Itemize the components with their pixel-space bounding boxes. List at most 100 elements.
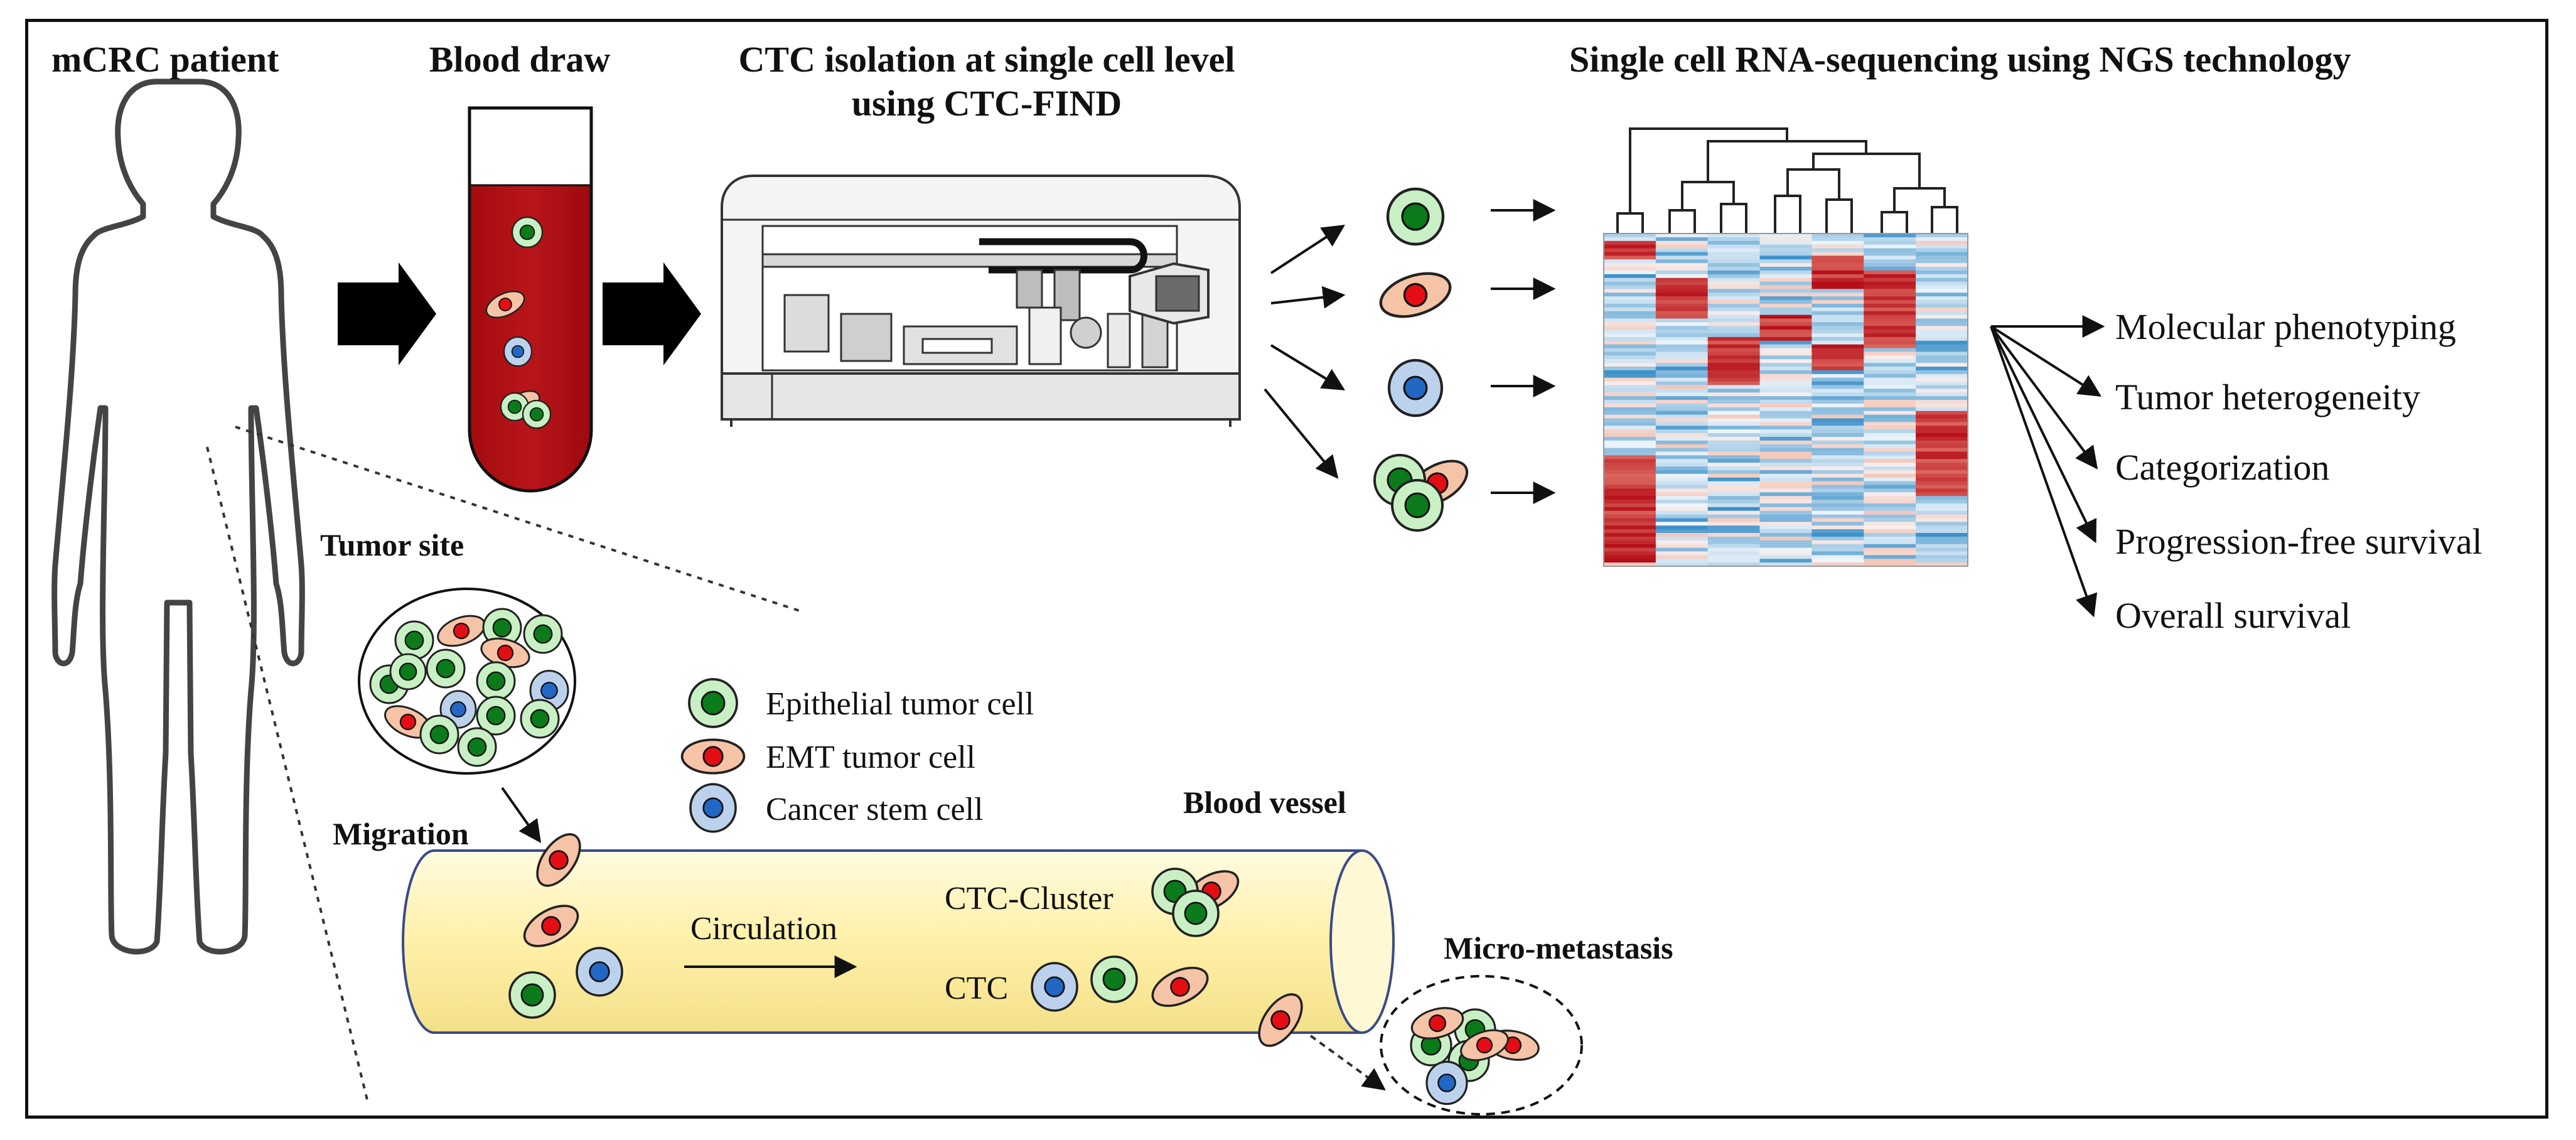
outcome-arrows: [1990, 315, 2105, 618]
heatmap-cell: [1811, 436, 1864, 441]
extravasation-arrow: [1309, 1035, 1386, 1091]
heatmap-cell: [1707, 303, 1761, 308]
heatmap-cell: [1655, 503, 1709, 508]
heatmap-cell: [1864, 403, 1916, 408]
heatmap-cell: [1811, 496, 1864, 500]
heatmap-cell: [1916, 496, 1968, 500]
heatmap-cell: [1916, 422, 1968, 426]
heatmap-cell: [1707, 296, 1761, 301]
heatmap-cell: [1916, 240, 1968, 245]
heatmap-cell: [1759, 481, 1813, 486]
heatmap-cell: [1655, 389, 1709, 393]
heatmap-cell: [1759, 330, 1813, 334]
heatmap-cell: [1655, 429, 1709, 434]
heatmap-cell: [1811, 326, 1864, 330]
heatmap-cell: [1916, 285, 1968, 289]
heatmap-cell: [1655, 466, 1709, 471]
heatmap-cell: [1916, 518, 1968, 522]
heatmap-cell: [1864, 274, 1916, 279]
heatmap-cell: [1811, 459, 1864, 463]
heatmap-cell: [1655, 507, 1709, 512]
heatmap-cell: [1759, 252, 1813, 256]
heatmap-cell: [1864, 559, 1916, 563]
heatmap-cell: [1759, 392, 1813, 397]
heatmap-cell: [1707, 411, 1761, 416]
heatmap-cell: [1655, 352, 1709, 356]
heatmap-cell: [1864, 303, 1916, 308]
heatmap-cell: [1655, 451, 1709, 456]
heatmap-cell: [1811, 396, 1864, 401]
heatmap-cell: [1916, 525, 1968, 530]
heatmap-cell: [1759, 352, 1813, 356]
heatmap-cell: [1604, 311, 1656, 316]
heatmap-cell: [1707, 551, 1761, 556]
heatmap-cell: [1916, 336, 1968, 341]
heatmap-cell: [1707, 263, 1761, 267]
heatmap-cell: [1604, 322, 1656, 326]
heatmap-cell: [1864, 459, 1916, 463]
heatmap-cell: [1655, 562, 1709, 567]
heatmap-cell: [1655, 411, 1709, 416]
heatmap-cell: [1604, 551, 1656, 556]
heatmap-cell: [1864, 481, 1916, 486]
heatmap-cell: [1759, 448, 1813, 453]
heatmap-cell: [1811, 463, 1864, 467]
heatmap-cell: [1707, 481, 1761, 486]
heatmap-cell: [1707, 300, 1761, 304]
heatmap-cell: [1811, 411, 1864, 416]
heatmap-cell: [1916, 455, 1968, 460]
heatmap-cell: [1864, 522, 1916, 526]
vessel-epithelial-cell-icon: [508, 971, 556, 1019]
heatmap-cell: [1759, 559, 1813, 563]
heatmap-cell: [1759, 444, 1813, 449]
heatmap-cell: [1811, 400, 1864, 404]
heatmap-cell: [1759, 429, 1813, 434]
heatmap-cell: [1707, 544, 1761, 549]
heatmap-cell: [1655, 481, 1709, 486]
isolated-epithelial-cell-icon: [1388, 189, 1443, 244]
heatmap-cell: [1916, 381, 1968, 386]
heatmap-cell: [1759, 544, 1813, 549]
heatmap-cell: [1864, 326, 1916, 330]
heatmap-cell: [1864, 433, 1916, 438]
heatmap-cell: [1916, 403, 1968, 408]
heatmap-cell: [1759, 551, 1813, 556]
heatmap-cell: [1811, 429, 1864, 434]
heatmap-cell: [1604, 270, 1656, 275]
heatmap-cell: [1707, 562, 1761, 567]
heatmap-cell: [1707, 392, 1761, 397]
heatmap-cell: [1655, 422, 1709, 426]
heatmap-cell: [1864, 370, 1916, 375]
heatmap-cell: [1707, 522, 1761, 526]
heatmap-cell: [1864, 311, 1916, 316]
heatmap-cell: [1759, 533, 1813, 537]
heatmap-cell: [1916, 514, 1968, 519]
micro-metastasis-label: Micro-metastasis: [1444, 930, 1673, 965]
heatmap-cell: [1916, 303, 1968, 308]
heatmap-cell: [1811, 315, 1864, 320]
heatmap-cell: [1655, 440, 1709, 445]
heatmap-cell: [1655, 240, 1709, 245]
heatmap-cell: [1655, 403, 1709, 408]
heatmap-cell: [1864, 496, 1916, 500]
heatmap-cell: [1916, 270, 1968, 275]
heatmap-cell: [1916, 481, 1968, 486]
heatmap-cell: [1811, 234, 1864, 238]
heatmap-cell: [1864, 240, 1916, 245]
heatmap-cell: [1811, 311, 1864, 316]
heatmap-cell: [1604, 507, 1656, 512]
heatmap-cell: [1604, 503, 1656, 508]
isolated-ctc-cluster-icon: [1373, 450, 1476, 532]
heatmap-cell: [1707, 507, 1761, 512]
heatmap-cell: [1916, 277, 1968, 282]
heatmap-cell: [1707, 500, 1761, 504]
heatmap-cell: [1707, 555, 1761, 559]
heatmap-cell: [1655, 300, 1709, 304]
heatmap-cell: [1759, 374, 1813, 379]
heatmap-cell: [1916, 244, 1968, 249]
heatmap-cell: [1811, 551, 1864, 556]
heatmap-cell: [1864, 374, 1916, 379]
heatmap-cell: [1916, 267, 1968, 271]
heatmap-cell: [1604, 473, 1656, 478]
heatmap-cell: [1707, 377, 1761, 382]
